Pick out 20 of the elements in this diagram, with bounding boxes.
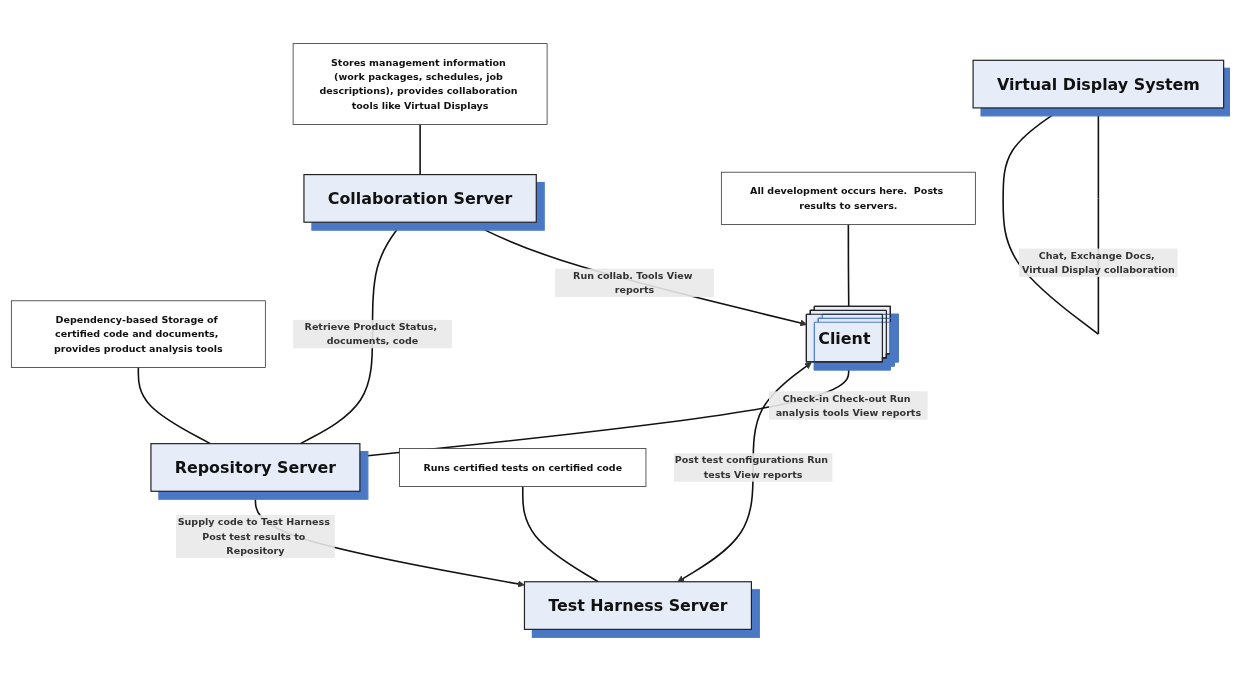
- arrow: [468, 221, 808, 327]
- node-box: All development occurs here. Posts results to servers.: [720, 171, 976, 225]
- edge-label: Check-in Check-out Run analysis tools View reports: [775, 392, 922, 419]
- edge-label: Run collab. Tools View reports: [573, 269, 693, 296]
- node-box: Virtual Display System: [972, 59, 1225, 109]
- edge-label: Chat, Exchange Docs, Virtual Display collaboration: [1021, 249, 1175, 276]
- connector: [419, 123, 421, 176]
- arrow: [299, 221, 403, 445]
- node-box: Stores management information (work packages, schedules, job descriptions), provides collaboration tools like Virtual Displays: [292, 43, 548, 125]
- edge-label: Supply code to Test Harness Post test results to Repository: [177, 516, 330, 557]
- edge-label: Retrieve Product Status, documents, code: [304, 321, 438, 347]
- arrow: [677, 362, 812, 583]
- connector: [137, 366, 212, 445]
- node-box: Dependency-based Storage of certified code and documents, provides product analysis tools: [10, 300, 266, 368]
- node-box: Runs certified tests on certified code: [399, 448, 647, 487]
- node-box: Collaboration Server: [303, 174, 537, 223]
- edge-label: Post test configurations Run tests View reports: [674, 454, 829, 481]
- node-box: Repository Server: [150, 443, 361, 492]
- node-box: Test Harness Server: [523, 581, 752, 630]
- connector: [521, 485, 599, 583]
